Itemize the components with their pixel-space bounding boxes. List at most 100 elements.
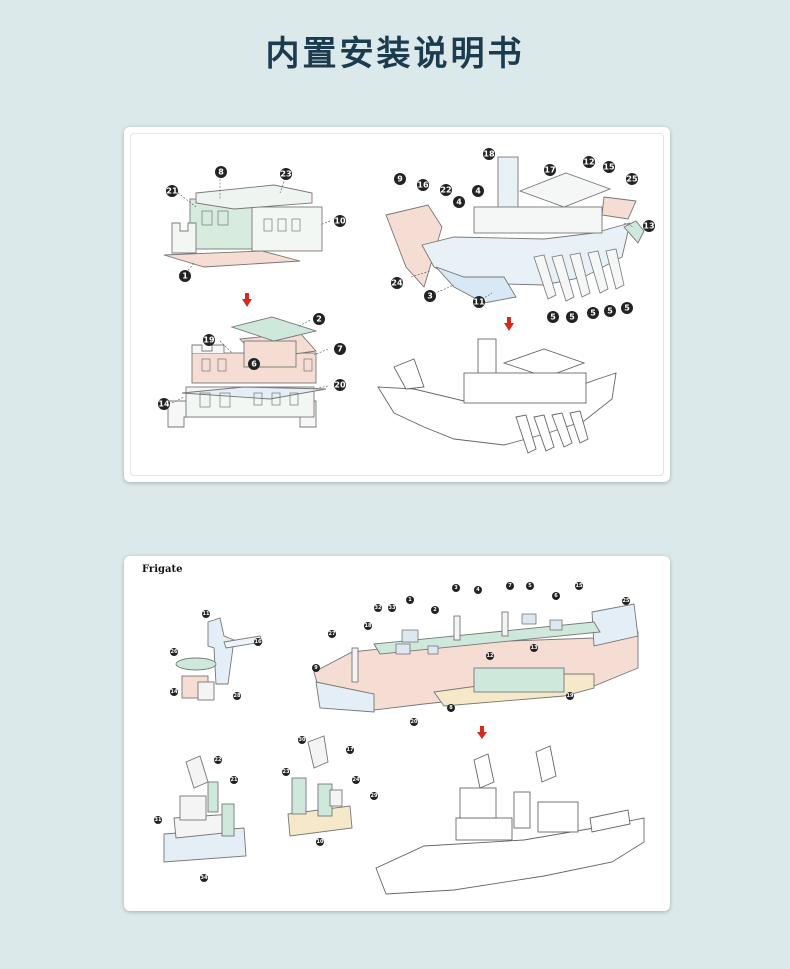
callout-19: 19 [203, 334, 215, 346]
svg-text:18: 18 [483, 150, 495, 159]
callout-33: 33 [388, 604, 396, 612]
callout-17: 17 [544, 164, 556, 176]
callout-19: 19 [566, 692, 574, 700]
callout-2: 2 [431, 606, 439, 614]
page-title: 内置安装说明书 [265, 34, 525, 74]
callout-3: 3 [452, 584, 460, 592]
callout-34: 34 [200, 874, 208, 882]
svg-text:11: 11 [473, 298, 485, 307]
callout-23: 23 [280, 168, 292, 180]
callout-26: 26 [170, 648, 178, 656]
callout-30: 30 [298, 736, 306, 744]
svg-text:27: 27 [329, 631, 336, 637]
svg-text:14: 14 [171, 689, 178, 695]
callout-24: 24 [391, 277, 403, 289]
callout-18: 18 [364, 622, 372, 630]
callout-5a: 5 [547, 311, 559, 323]
svg-text:16: 16 [255, 639, 262, 645]
callout-16: 16 [417, 179, 429, 191]
svg-text:19: 19 [567, 693, 574, 699]
svg-text:3: 3 [427, 292, 433, 301]
instruction-panel-frigate: Frigate [124, 556, 670, 911]
svg-text:18: 18 [365, 623, 372, 629]
callout-5c: 5 [587, 307, 599, 319]
callout-14: 14 [158, 398, 170, 410]
callout-18: 18 [483, 148, 495, 160]
callout-8: 8 [447, 704, 455, 712]
svg-text:23: 23 [280, 170, 291, 179]
svg-text:5: 5 [607, 307, 613, 316]
svg-text:15: 15 [603, 163, 615, 172]
frigate-label: Frigate [142, 564, 183, 575]
ship-assembled [377, 338, 617, 454]
callout-20: 20 [334, 379, 346, 391]
svg-text:13: 13 [643, 222, 654, 231]
instruction-panel-castle-ship: 8 23 21 10 1 19 2 6 7 20 14 18 17 12 15 … [124, 127, 670, 482]
callout-1: 1 [179, 270, 191, 282]
callout-29: 29 [370, 792, 378, 800]
callout-27: 27 [328, 630, 336, 638]
svg-text:21: 21 [166, 187, 178, 196]
svg-text:34: 34 [201, 875, 208, 881]
callout-8: 8 [215, 166, 227, 178]
castle-assembled [167, 316, 327, 428]
callout-9: 9 [312, 664, 320, 672]
callout-5e: 5 [621, 302, 633, 314]
svg-text:4: 4 [456, 198, 462, 207]
svg-text:17: 17 [347, 747, 354, 753]
svg-text:2: 2 [316, 315, 322, 324]
svg-text:8: 8 [449, 705, 453, 711]
callout-24: 24 [352, 776, 360, 784]
callout-22: 22 [440, 184, 452, 196]
svg-text:20: 20 [334, 381, 346, 390]
svg-text:5: 5 [590, 309, 596, 318]
svg-text:25: 25 [626, 175, 638, 184]
svg-text:9: 9 [314, 665, 318, 671]
svg-text:22: 22 [215, 757, 222, 763]
svg-text:13: 13 [531, 645, 538, 651]
svg-text:22: 22 [440, 186, 451, 195]
callout-13: 13 [643, 220, 655, 232]
frigate-tower-exploded [175, 617, 263, 701]
svg-text:21: 21 [231, 777, 238, 783]
castle-base-assembly [163, 184, 323, 268]
assembly-diagram-frigate: 11 16 26 14 28 3 4 7 5 15 32 33 1 2 6 25… [154, 582, 645, 895]
callout-28: 28 [233, 692, 241, 700]
svg-text:3: 3 [454, 585, 458, 591]
svg-text:7: 7 [337, 345, 343, 354]
callout-11: 11 [202, 610, 210, 618]
svg-text:28: 28 [234, 693, 241, 699]
svg-text:23: 23 [283, 769, 290, 775]
svg-text:19: 19 [203, 336, 215, 345]
callout-20: 20 [410, 718, 418, 726]
callout-6: 6 [248, 358, 260, 370]
svg-text:5: 5 [528, 583, 532, 589]
callout-9: 9 [394, 173, 406, 185]
callout-15: 15 [575, 582, 583, 590]
frigate-hull-exploded [313, 603, 639, 713]
callout-1: 1 [406, 596, 414, 604]
callout-25: 25 [626, 173, 638, 185]
svg-text:10: 10 [334, 217, 346, 226]
svg-text:8: 8 [218, 168, 224, 177]
callout-12: 12 [583, 156, 595, 168]
svg-text:15: 15 [576, 583, 583, 589]
svg-text:24: 24 [391, 279, 403, 288]
svg-text:2: 2 [433, 607, 437, 613]
callout-21: 21 [166, 185, 178, 197]
svg-text:32: 32 [375, 605, 382, 611]
callout-10: 10 [334, 215, 346, 227]
svg-text:6: 6 [251, 360, 257, 369]
down-arrow-icon [504, 317, 514, 331]
callout-14: 14 [170, 688, 178, 696]
svg-text:1: 1 [408, 597, 412, 603]
callout-3: 3 [424, 290, 436, 302]
callout-6: 6 [552, 592, 560, 600]
svg-text:4: 4 [476, 587, 480, 593]
svg-text:30: 30 [299, 737, 306, 743]
frigate-tower-assembled-mid [287, 735, 353, 837]
callout-10: 10 [316, 838, 324, 846]
svg-text:25: 25 [623, 598, 630, 604]
svg-text:1: 1 [182, 272, 188, 281]
svg-text:6: 6 [554, 593, 558, 599]
